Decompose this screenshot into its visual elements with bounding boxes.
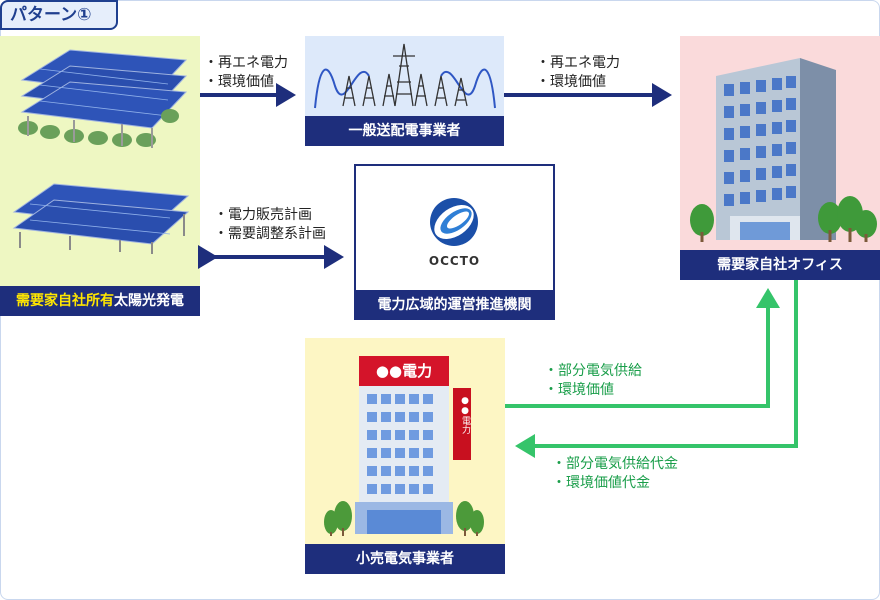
retail-sign: ●●電力 <box>375 362 433 380</box>
solar-label: 需要家自社所有太陽光発電 <box>0 286 200 316</box>
occto-logo-text: OCCTO <box>428 254 481 268</box>
note-solar-to-grid: ・再エネ電力・環境価値 <box>204 55 288 90</box>
occto-label: 電力広域的運営推進機関 <box>354 290 555 320</box>
office-panel: 需要家自社オフィス <box>680 36 880 280</box>
retail-panel: ●●電力 ●●電力 小売電気事業者 <box>305 338 505 574</box>
arrow-retail-to-office <box>505 288 780 408</box>
note-solar-occto: ・電力販売計画・需要調整系計画 <box>214 207 326 242</box>
note-office-to-retail: ・部分電気供給代金・環境価値代金 <box>552 456 678 491</box>
retail-side-sign: ●●電力 <box>460 396 470 434</box>
transmission-tower-illustration <box>314 43 496 109</box>
occto-panel: OCCTO 電力広域的運営推進機関 <box>354 164 555 320</box>
retail-label: 小売電気事業者 <box>305 544 505 574</box>
pattern-title: パターン① <box>0 0 118 30</box>
note-grid-to-office: ・再エネ電力・環境価値 <box>536 55 620 90</box>
arrow-office-to-retail <box>515 280 798 458</box>
solar-array-illustration <box>12 49 190 254</box>
retail-building-illustration <box>324 356 484 536</box>
office-building-illustration <box>690 58 877 242</box>
grid-operator-label: 一般送配電事業者 <box>305 116 504 146</box>
solar-panel: 需要家自社所有太陽光発電 <box>0 36 200 316</box>
office-label: 需要家自社オフィス <box>680 250 880 280</box>
grid-operator-panel: 一般送配電事業者 <box>305 36 504 146</box>
occto-logo-icon <box>430 198 478 246</box>
note-retail-to-office: ・部分電気供給・環境価値 <box>544 363 642 398</box>
